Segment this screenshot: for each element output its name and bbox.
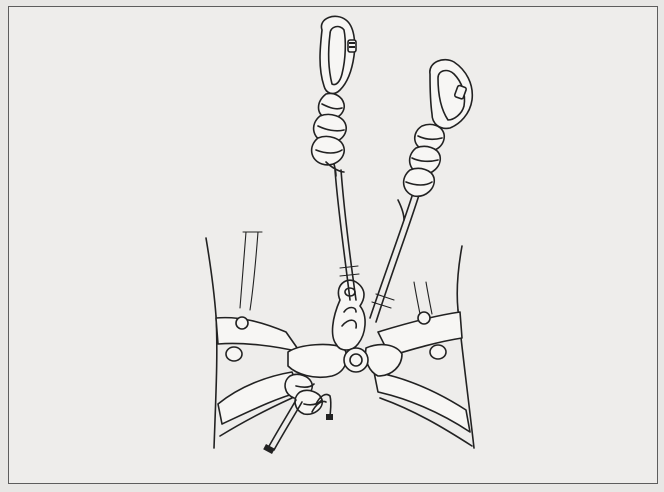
carabiner-right-icon — [430, 60, 472, 129]
harness-leg-loops — [218, 372, 472, 446]
gear-loop-right-icon — [430, 345, 446, 359]
rope-right-strand — [370, 190, 420, 322]
gear-loop-left-icon — [226, 347, 242, 361]
rope-left-strand — [335, 170, 359, 300]
buckle-right-icon — [418, 312, 430, 324]
figure-eight-knot-right-icon — [398, 124, 444, 220]
figure-eight-knot-left-icon — [312, 93, 347, 176]
carabiner-left-icon — [320, 16, 356, 93]
buckle-left-icon — [236, 317, 248, 329]
